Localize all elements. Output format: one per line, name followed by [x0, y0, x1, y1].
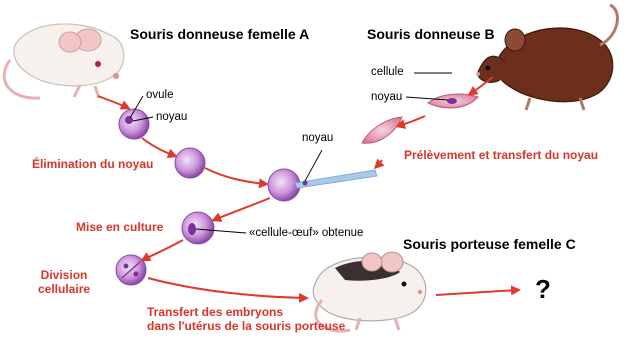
receiving-cell — [268, 169, 300, 201]
arrow-division-to-mouse-c — [148, 278, 306, 298]
noyau-pipette-label: noyau — [302, 132, 333, 144]
noyau-ovule-label: noyau — [156, 111, 187, 123]
donor-a-title: Souris donneuse femelle A — [130, 26, 309, 42]
cellule-oeuf-label: «cellule-œuf» obtenue — [249, 227, 363, 239]
noyau-b-label: noyau — [371, 91, 402, 103]
arrow-egg-to-division — [143, 240, 183, 260]
elimination-label: Élimination du noyau — [32, 157, 153, 171]
cellule-label: cellule — [371, 66, 404, 78]
egg-cell — [182, 212, 214, 244]
arrow-mouse-c-to-question — [436, 290, 518, 295]
porteuse-title: Souris porteuse femelle C — [403, 236, 576, 252]
donor-b-title: Souris donneuse B — [367, 26, 495, 42]
question-mark: ? — [535, 274, 551, 305]
white-mouse-a-icon — [4, 24, 124, 98]
ovule-label: ovule — [146, 89, 174, 101]
enucleated-cell — [175, 148, 205, 178]
prelevement-label: Prélèvement et transfert du noyau — [404, 148, 598, 162]
pipette-icon — [295, 170, 377, 188]
arrow-enucleated-to-recipient — [205, 168, 266, 184]
dividing-cell — [116, 255, 146, 285]
division-label: Division cellulaire — [38, 268, 90, 296]
ovule-cell — [119, 109, 149, 139]
arrow-recipient-to-egg — [214, 198, 270, 220]
transfert-label: Transfert des embryons dans l'utérus de … — [147, 305, 345, 333]
skin-cell-transfer — [362, 117, 402, 143]
mise-culture-label: Mise en culture — [76, 220, 163, 234]
skin-cell-b — [428, 94, 478, 108]
brown-mouse-b-icon — [476, 5, 617, 110]
arrow-mouse-to-ovule — [98, 96, 128, 108]
arrow-transfer-to-pipette — [376, 160, 382, 167]
arrow-ovule-to-enucleated — [142, 138, 175, 156]
